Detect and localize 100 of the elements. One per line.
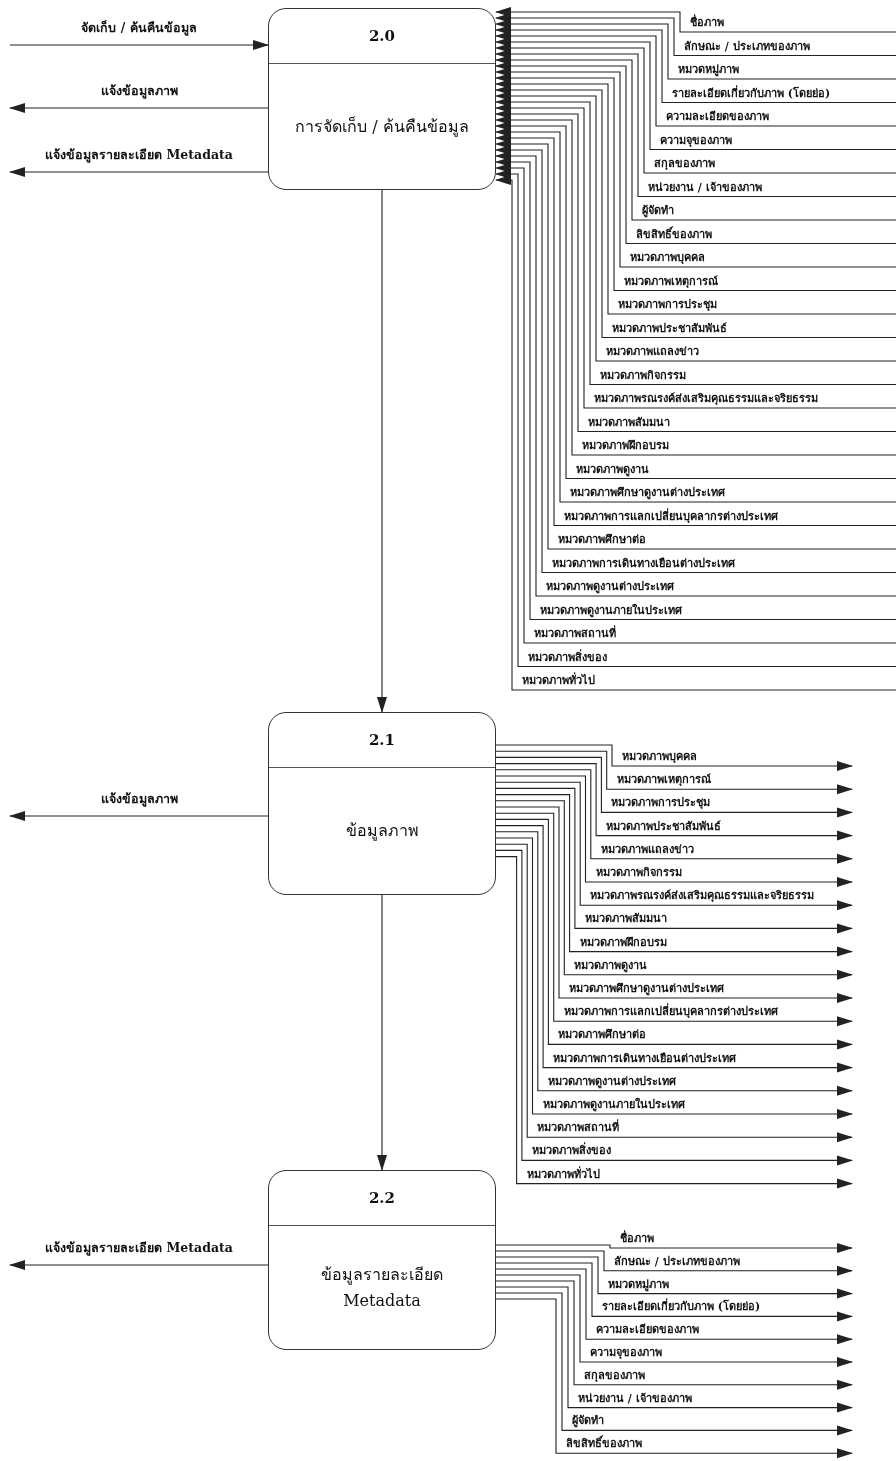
process-box <box>268 712 496 895</box>
edge-label: ผู้จัดทำ <box>642 204 674 218</box>
arrow <box>495 1268 853 1345</box>
edge-label: แจ้งข้อมูลรายละเอียด Metadata <box>45 1241 233 1255</box>
edge-label: หมวดภาพดูงานต่างประเทศ <box>546 580 674 594</box>
arrow <box>377 894 387 1171</box>
edge-label: หมวดภาพสถานที่ <box>537 1121 620 1136</box>
edge-label: หมวดภาพดูงานภายในประเทศ <box>542 1098 685 1112</box>
edge-label: ลักษณะ / ประเภทของภาพ <box>614 1254 740 1269</box>
edge-label: หมวดภาพสิ่งของ <box>528 650 607 665</box>
arrow <box>495 1243 853 1253</box>
edge-label: ผู้จัดทำ <box>572 1414 604 1429</box>
arrow <box>495 763 853 841</box>
edge-label: รายละเอียดเกี่ยวกับภาพ (โดยย่อ) <box>672 86 831 101</box>
edge-label: แจ้งข้อมูลรายละเอียด Metadata <box>45 148 233 162</box>
edge-label: หมวดภาพรณรงค์ส่งเสริมคุณธรรมและจริยธรรม <box>594 392 818 406</box>
process-number: 2.2 <box>368 1189 396 1207</box>
edge-label: หมวดภาพกิจกรรม <box>595 866 682 880</box>
edge-label: หมวดภาพการแลกเปลี่ยนบุคลากรต่างประเทศ <box>563 1005 778 1020</box>
edge-label: หมวดภาพเหตุการณ์ <box>616 773 711 788</box>
arrow <box>495 794 853 957</box>
edge-label: ชื่อภาพ <box>690 16 724 30</box>
edge-label: ความจุของภาพ <box>590 1346 662 1360</box>
arrow <box>495 750 853 795</box>
process-box <box>268 8 496 190</box>
edge-label: หมวดภาพการเดินทางเยือนต่างประเทศ <box>553 1051 737 1066</box>
edge-label: หมวดภาพแถลงข่าว <box>600 842 694 857</box>
arrow <box>9 1260 269 1270</box>
edge-label: หมวดภาพศึกษาต่อ <box>558 533 646 547</box>
edge-label: หมวดภาพเหตุการณ์ <box>624 274 718 289</box>
edge-label: ลักษณะ / ประเภทของภาพ <box>684 39 810 54</box>
edge-label: หมวดภาพการเดินทางเยือนต่างประเทศ <box>552 556 735 571</box>
edge-label: หมวดภาพสัมมนา <box>584 912 667 927</box>
edge-label: หมวดภาพศึกษาดูงานต่างประเทศ <box>569 982 724 996</box>
edge-label: หมวดภาพการแลกเปลี่ยนบุคลากรต่างประเทศ <box>564 509 778 524</box>
edge-label: แจ้งข้อมูลภาพ <box>100 84 178 98</box>
arrow <box>9 811 269 821</box>
edge-label: หมวดภาพการประชุม <box>611 796 711 811</box>
arrow <box>495 25 896 104</box>
process-box <box>268 1170 496 1350</box>
arrow <box>495 775 853 887</box>
process-name: การจัดเก็บ / ค้นคืนข้อมูล <box>295 115 469 139</box>
edge-label: ความละเอียดของภาพ <box>596 1323 699 1338</box>
edge-label: หมวดหมู่ภาพ <box>608 1277 669 1292</box>
process-name: ข้อมูลรายละเอียด Metadata <box>320 1263 444 1312</box>
arrow <box>9 103 269 113</box>
edge-label: ความจุของภาพ <box>660 133 732 148</box>
edge-label: หมวดภาพสถานที่ <box>534 627 616 641</box>
arrow <box>495 756 853 818</box>
edge-label: หมวดภาพสิ่งของ <box>531 1144 611 1159</box>
arrow <box>495 1280 853 1390</box>
edge-label: รายละเอียดเกี่ยวกับภาพ (โดยย่อ) <box>602 1300 761 1315</box>
edge-label: หมวดภาพประชาสัมพันธ์ <box>606 819 722 834</box>
edge-label: หมวดภาพทั่วไป <box>522 674 595 688</box>
arrow <box>495 1274 853 1367</box>
edge-label: ความละเอียดของภาพ <box>666 110 769 124</box>
arrow <box>377 189 387 713</box>
edge-label: หมวดภาพแถลงข่าว <box>606 345 699 359</box>
edge-label: หมวดภาพบุคคล <box>630 251 705 265</box>
edge-label: หมวดภาพดูงานต่างประเทศ <box>547 1074 676 1089</box>
edge-label: สกุลของภาพ <box>584 1368 645 1383</box>
arrow <box>495 19 896 80</box>
arrow <box>495 1292 853 1436</box>
arrow <box>495 1250 853 1276</box>
arrow <box>495 1286 853 1413</box>
process-name: ข้อมูลภาพ <box>345 820 419 843</box>
arrow <box>495 37 896 151</box>
arrow <box>9 40 269 50</box>
arrow <box>9 167 269 177</box>
arrow <box>495 1262 853 1322</box>
arrow <box>495 787 853 934</box>
edge-label: หมวดภาพฝึกอบรม <box>582 439 669 453</box>
edge-label: สกุลของภาพ <box>654 157 715 171</box>
process-number: 2.1 <box>368 731 396 749</box>
arrow <box>495 744 853 771</box>
arrow <box>495 43 896 174</box>
arrow <box>495 55 896 221</box>
edge-label: หมวดภาพประชาสัมพันธ์ <box>612 321 727 336</box>
arrow <box>495 7 896 33</box>
edge-label: ชื่อภาพ <box>620 1232 654 1246</box>
arrow <box>495 1298 853 1459</box>
edge-label: ลิขสิทธิ์ของภาพ <box>566 1437 642 1452</box>
edge-label: หมวดภาพรณรงค์ส่งเสริมคุณธรรมและจริยธรรม <box>590 889 815 904</box>
arrow <box>495 1256 853 1299</box>
edge-label: หมวดภาพศึกษาต่อ <box>558 1028 647 1043</box>
edge-label: หมวดหมู่ภาพ <box>678 63 739 77</box>
arrow <box>495 781 853 911</box>
edge-label: หมวดภาพศึกษาดูงานต่างประเทศ <box>570 486 725 500</box>
edge-label: หมวดภาพกิจกรรม <box>600 368 686 383</box>
process-number: 2.0 <box>368 27 396 45</box>
arrow <box>495 31 896 127</box>
edge-label: หมวดภาพดูงาน <box>576 462 649 477</box>
edge-label: หน่วยงาน / เจ้าของภาพ <box>578 1391 692 1406</box>
edge-label: หมวดภาพดูงาน <box>574 958 648 973</box>
arrow <box>495 769 853 864</box>
edge-label: หมวดภาพฝึกอบรม <box>579 935 667 950</box>
edge-label: หมวดภาพสัมมนา <box>588 415 670 430</box>
edge-label: แจ้งข้อมูลภาพ <box>100 792 178 806</box>
arrow <box>495 13 896 57</box>
arrow <box>495 49 896 198</box>
